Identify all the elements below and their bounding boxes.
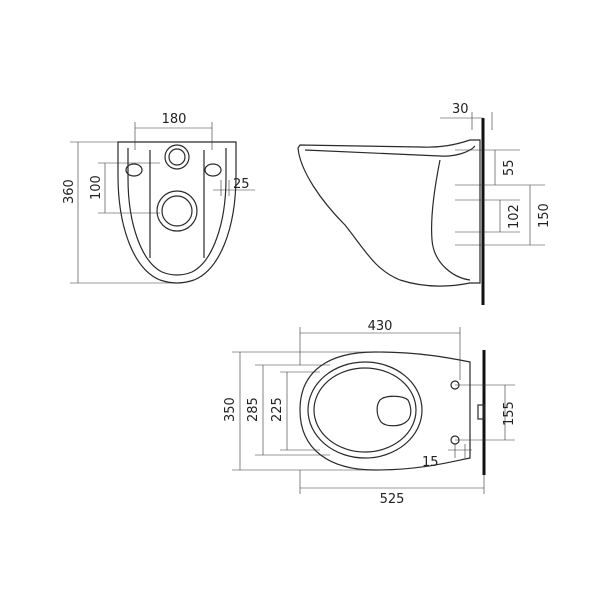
- dim-225: 225: [270, 397, 285, 422]
- dim-155: 155: [502, 401, 517, 426]
- side-view: 30 55 102 150: [297, 102, 552, 305]
- dim-430: 430: [368, 319, 393, 334]
- dim-55: 55: [502, 159, 517, 176]
- front-view: 180 360 100 25: [62, 112, 255, 284]
- dim-360: 360: [62, 179, 77, 204]
- dim-102: 102: [507, 204, 522, 229]
- dim-525: 525: [380, 492, 405, 507]
- dim-100: 100: [89, 175, 104, 200]
- dim-30: 30: [452, 102, 469, 117]
- dim-25: 25: [233, 177, 250, 192]
- dim-180: 180: [162, 112, 187, 127]
- dim-350: 350: [223, 397, 238, 422]
- dim-285: 285: [246, 397, 261, 422]
- dim-150: 150: [537, 203, 552, 228]
- dim-15: 15: [422, 455, 439, 470]
- top-view: 430 525 350 285 225 155 15: [223, 319, 517, 507]
